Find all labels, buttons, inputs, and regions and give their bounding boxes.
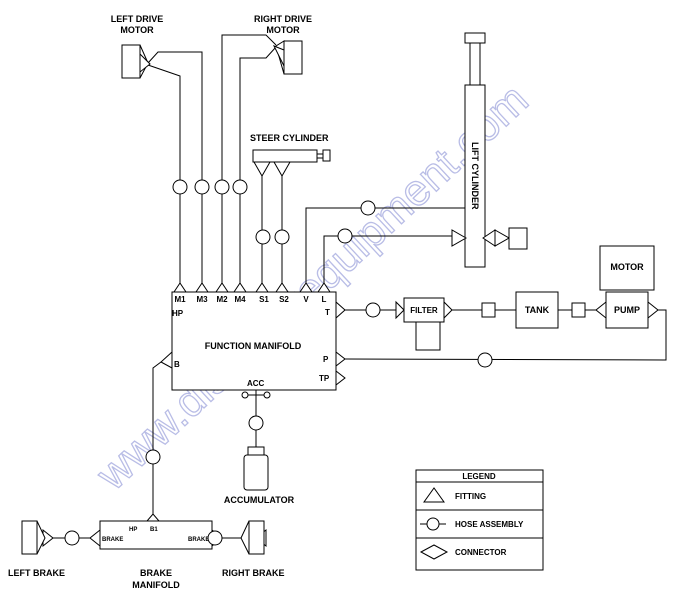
left-drive-motor-label-1: LEFT DRIVE (111, 14, 164, 24)
brake-manifold-port-b1: B1 (150, 527, 158, 533)
port-t: T (325, 308, 330, 317)
left-brake-label: LEFT BRAKE (8, 568, 65, 578)
brake-manifold-port-brake-left: BRAKE (102, 537, 123, 543)
lift-cylinder-label: LIFT CYLINDER (470, 142, 480, 210)
legend-hose-assembly: HOSE ASSEMBLY (455, 520, 524, 529)
brake-manifold-port-brake-right: BRAKE (188, 537, 209, 543)
filter-label: FILTER (410, 306, 438, 315)
legend-fitting: FITTING (455, 492, 486, 501)
right-brake-label: RIGHT BRAKE (222, 568, 285, 578)
brake-manifold-port-hp: HP (129, 527, 137, 533)
steer-cylinder: STEER CYLINDER (250, 133, 331, 283)
connector-icon (419, 544, 449, 560)
hose-assemblies (64, 179, 493, 546)
legend: LEGEND FITTING HOSE ASSEMBLY CONNECTOR (415, 469, 544, 571)
motor-label: MOTOR (610, 262, 644, 272)
motor-pump-unit: MOTOR PUMP (344, 245, 667, 361)
left-drive-motor: LEFT DRIVE MOTOR (111, 14, 164, 79)
lift-cylinder: LIFT CYLINDER (451, 32, 528, 268)
port-acc: ACC (247, 379, 265, 388)
right-drive-motor-label-1: RIGHT DRIVE (254, 14, 312, 24)
accumulator-label: ACCUMULATOR (224, 495, 295, 505)
port-p: P (323, 355, 329, 364)
port-s1: S1 (259, 295, 269, 304)
drive-motor-hoses (147, 34, 277, 283)
port-tp: TP (319, 374, 330, 383)
return-line: FILTER TANK (345, 291, 596, 351)
port-m3: M3 (196, 295, 208, 304)
legend-title: LEGEND (462, 472, 496, 481)
port-b: B (174, 360, 180, 369)
hose-assembly-icon (426, 517, 440, 531)
port-m1: M1 (174, 295, 186, 304)
port-s2: S2 (279, 295, 289, 304)
brake-manifold-label-2: MANIFOLD (132, 580, 180, 590)
port-m4: M4 (234, 295, 246, 304)
port-v: V (303, 295, 309, 304)
function-manifold: FUNCTION MANIFOLD M1 M3 M2 M4 S1 S2 V L … (160, 282, 346, 391)
tank-label: TANK (525, 305, 550, 315)
pump-label: PUMP (614, 305, 640, 315)
port-m2: M2 (216, 295, 228, 304)
fitting-icon (423, 487, 445, 503)
right-drive-motor: RIGHT DRIVE MOTOR (254, 14, 312, 75)
brake-manifold-label-1: BRAKE (140, 568, 172, 578)
function-manifold-label: FUNCTION MANIFOLD (205, 341, 302, 351)
port-l: L (322, 295, 327, 304)
legend-connector: CONNECTOR (455, 548, 507, 557)
manifold-top-hoses (305, 207, 465, 283)
left-drive-motor-label-2: MOTOR (120, 25, 154, 35)
port-hp: HP (172, 309, 184, 318)
steer-cylinder-label: STEER CYLINDER (250, 133, 329, 143)
accumulator: ACCUMULATOR (224, 390, 295, 505)
right-drive-motor-label-2: MOTOR (266, 25, 300, 35)
